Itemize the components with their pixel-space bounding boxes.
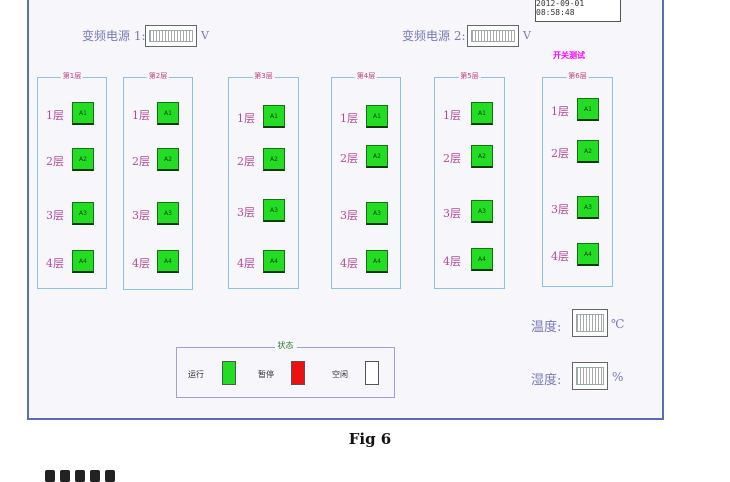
floor-label: 2层 bbox=[237, 155, 255, 168]
status-tile[interactable]: A4 bbox=[577, 243, 599, 266]
status-legend: 状态 运行 暂停 空闲 bbox=[176, 340, 395, 398]
floor-label: 4层 bbox=[340, 257, 358, 270]
floor-label: 4层 bbox=[237, 257, 255, 270]
status-tile[interactable]: A3 bbox=[471, 200, 493, 223]
status-tile[interactable]: A4 bbox=[471, 248, 493, 271]
floor-label: 2层 bbox=[46, 155, 64, 168]
rack-group-2: 第2层 1层 A1 2层 A2 3层 A3 4层 A4 bbox=[123, 71, 193, 290]
floor-label: 4层 bbox=[46, 257, 64, 270]
rack-group-title: 第3层 bbox=[252, 71, 275, 81]
rack-group-title: 第6层 bbox=[566, 71, 589, 81]
floor-label: 3层 bbox=[237, 206, 255, 219]
monitor-panel bbox=[27, 0, 664, 420]
floor-label: 1层 bbox=[551, 105, 569, 118]
temperature-meter bbox=[572, 309, 608, 337]
status-tile[interactable]: A2 bbox=[366, 145, 388, 168]
switch-test-label: 开关测试 bbox=[553, 51, 585, 60]
floor-label: 2层 bbox=[551, 147, 569, 160]
power-source-1-label: 变频电源 1: bbox=[82, 29, 146, 43]
floor-label: 1层 bbox=[46, 109, 64, 122]
status-tile[interactable]: A3 bbox=[72, 202, 94, 225]
legend-paused-swatch bbox=[291, 361, 305, 385]
rack-group-1: 第1层 1层 A1 2层 A2 3层 A3 4层 A4 bbox=[37, 71, 107, 289]
floor-label: 3层 bbox=[46, 209, 64, 222]
humidity-unit: % bbox=[612, 370, 624, 384]
rack-group-title: 第5层 bbox=[458, 71, 481, 81]
legend-running-label: 运行 bbox=[188, 370, 204, 379]
power-source-2-meter bbox=[467, 25, 519, 47]
floor-label: 1层 bbox=[237, 112, 255, 125]
status-tile[interactable]: A4 bbox=[366, 250, 388, 273]
status-tile[interactable]: A1 bbox=[72, 102, 94, 125]
figure-caption: Fig 6 bbox=[348, 430, 392, 448]
floor-label: 1层 bbox=[443, 109, 461, 122]
status-tile[interactable]: A1 bbox=[471, 102, 493, 125]
status-tile[interactable]: A1 bbox=[157, 102, 179, 125]
status-tile[interactable]: A2 bbox=[157, 148, 179, 171]
floor-label: 2层 bbox=[443, 152, 461, 165]
cropped-text-fragment bbox=[45, 470, 165, 482]
status-tile[interactable]: A1 bbox=[577, 98, 599, 121]
status-tile[interactable]: A4 bbox=[157, 250, 179, 273]
status-tile[interactable]: A3 bbox=[157, 202, 179, 225]
floor-label: 4层 bbox=[132, 257, 150, 270]
legend-title: 状态 bbox=[274, 340, 297, 351]
rack-group-4: 第4层 1层 A1 2层 A2 3层 A3 4层 A4 bbox=[331, 71, 401, 289]
floor-label: 2层 bbox=[132, 155, 150, 168]
rack-group-6: 第6层 1层 A1 2层 A2 3层 A3 4层 A4 bbox=[542, 71, 613, 287]
status-tile[interactable]: A1 bbox=[263, 105, 285, 128]
floor-label: 4层 bbox=[551, 250, 569, 263]
legend-paused-label: 暂停 bbox=[258, 370, 274, 379]
floor-label: 3层 bbox=[340, 209, 358, 222]
humidity-meter bbox=[572, 362, 608, 390]
legend-idle-swatch bbox=[365, 361, 379, 385]
floor-label: 2层 bbox=[340, 152, 358, 165]
legend-idle-label: 空闲 bbox=[332, 370, 348, 379]
status-tile[interactable]: A3 bbox=[366, 202, 388, 225]
floor-label: 3层 bbox=[443, 207, 461, 220]
temperature-unit: ℃ bbox=[611, 317, 625, 331]
rack-group-5: 第5层 1层 A1 2层 A2 3层 A3 4层 A4 bbox=[434, 71, 505, 289]
power-source-1-meter bbox=[145, 25, 197, 47]
humidity-label: 湿度: bbox=[531, 373, 562, 388]
floor-label: 3层 bbox=[132, 209, 150, 222]
rack-group-3: 第3层 1层 A1 2层 A2 3层 A3 4层 A4 bbox=[228, 71, 299, 289]
status-tile[interactable]: A2 bbox=[471, 145, 493, 168]
status-tile[interactable]: A3 bbox=[263, 199, 285, 222]
temperature-label: 温度: bbox=[531, 320, 562, 335]
power-source-2-unit: V bbox=[523, 29, 531, 42]
floor-label: 1层 bbox=[132, 109, 150, 122]
rack-group-title: 第4层 bbox=[354, 71, 378, 81]
clock-display: 2012-09-01 08:58:48 bbox=[535, 0, 621, 22]
floor-label: 3层 bbox=[551, 203, 569, 216]
status-tile[interactable]: A2 bbox=[72, 148, 94, 171]
power-source-2-label: 变频电源 2: bbox=[402, 29, 466, 43]
status-tile[interactable]: A3 bbox=[577, 196, 599, 219]
rack-group-title: 第1层 bbox=[60, 71, 84, 81]
status-tile[interactable]: A4 bbox=[263, 250, 285, 273]
status-tile[interactable]: A1 bbox=[366, 105, 388, 128]
status-tile[interactable]: A2 bbox=[577, 140, 599, 163]
rack-group-title: 第2层 bbox=[146, 71, 170, 81]
floor-label: 1层 bbox=[340, 112, 358, 125]
status-tile[interactable]: A2 bbox=[263, 148, 285, 171]
status-tile[interactable]: A4 bbox=[72, 250, 94, 273]
legend-running-swatch bbox=[222, 361, 236, 385]
floor-label: 4层 bbox=[443, 255, 461, 268]
power-source-1-unit: V bbox=[201, 29, 209, 42]
